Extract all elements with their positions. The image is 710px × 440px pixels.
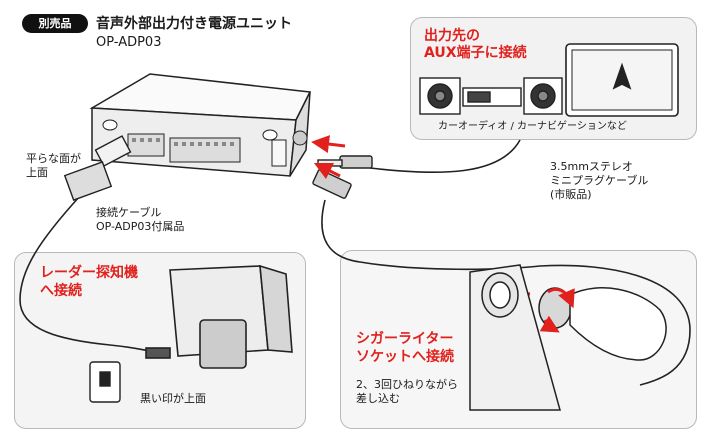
cigar-heading-line1: シガーライター: [356, 331, 454, 347]
cigar-socket-illustration: [469, 264, 667, 411]
twist-arrows: [539, 287, 575, 333]
output-heading-line1: 出力先の: [424, 28, 480, 44]
flat-side-label: 平らな面が 上面: [26, 152, 81, 180]
power-unit-illustration: [89, 73, 312, 177]
product-title: 音声外部出力付き電源ユニット: [96, 16, 292, 32]
car-audio-illustration: [419, 77, 563, 115]
radar-caption: 黒い印が上面: [140, 392, 206, 405]
cigar-heading: シガーライター ソケットへ接続: [356, 330, 454, 366]
connection-cable-label: 接続ケーブル OP-ADP03付属品: [96, 206, 184, 234]
radar-heading: レーダー探知機 へ接続: [40, 264, 138, 300]
cigar-caption-line1: 2、3回ひねりながら: [356, 378, 458, 391]
output-caption: カーオーディオ / カーナビゲーションなど: [438, 121, 627, 132]
output-heading: 出力先の AUX端子に接続: [424, 28, 527, 62]
stereo-cable-label-line1: 3.5mmステレオ: [550, 160, 633, 173]
cables: [19, 139, 691, 386]
cigar-heading-line2: ソケットへ接続: [356, 349, 454, 365]
plug-mark-icon: [89, 361, 121, 403]
cigar-caption: 2、3回ひねりながら 差し込む: [356, 378, 458, 406]
connection-cable-label-line2: OP-ADP03付属品: [96, 220, 185, 233]
stereo-cable-label: 3.5mmステレオ ミニプラグケーブル (市販品): [550, 160, 648, 202]
cable-plug: [63, 135, 132, 201]
connection-cable-label-line1: 接続ケーブル: [96, 206, 162, 219]
radar-heading-line2: へ接続: [40, 283, 82, 299]
radar-heading-line1: レーダー探知機: [40, 265, 138, 281]
flat-side-label-line2: 上面: [26, 166, 48, 179]
stereo-cable-label-line3: (市販品): [550, 188, 592, 201]
radar-detector-illustration: [145, 264, 293, 369]
flat-side-label-line1: 平らな面が: [26, 152, 81, 165]
cigar-caption-line2: 差し込む: [356, 392, 400, 405]
mini-plug: [312, 155, 373, 199]
car-navigation-illustration: [565, 43, 679, 117]
optional-item-badge: 別売品: [22, 14, 88, 33]
output-heading-line2: AUX端子に接続: [424, 45, 527, 61]
product-model: OP-ADP03: [96, 35, 162, 50]
stereo-cable-label-line2: ミニプラグケーブル: [550, 174, 649, 187]
